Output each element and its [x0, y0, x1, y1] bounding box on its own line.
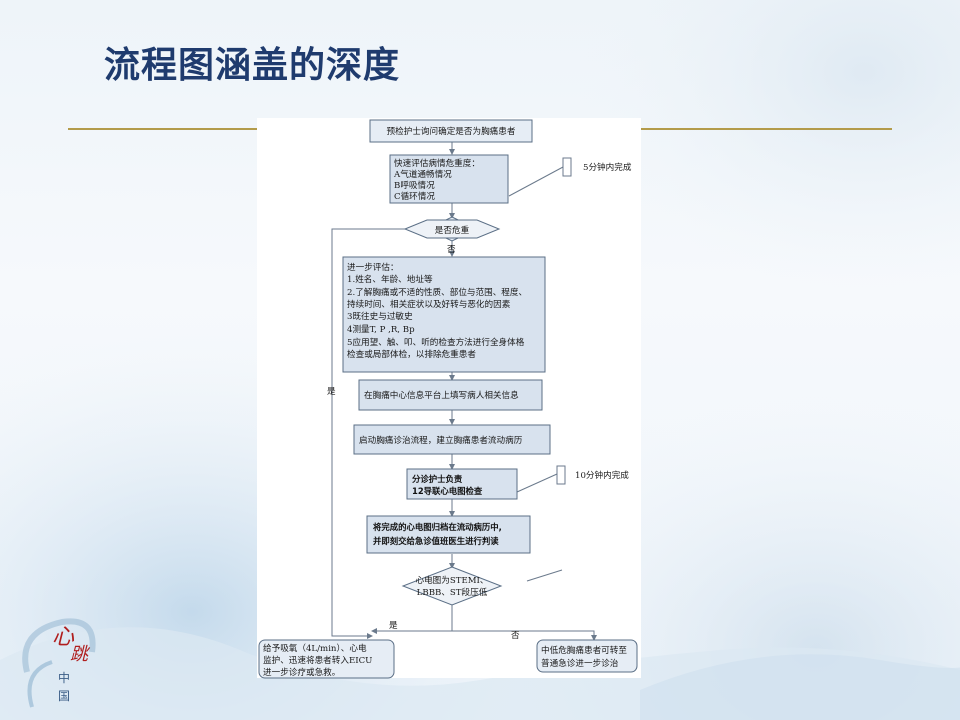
- label-no-bottom: 否: [511, 630, 520, 641]
- note-5min: 5分钟内完成: [583, 161, 632, 173]
- start-process-text: 启动胸痛诊治流程，建立胸痛患者流动病历: [359, 434, 523, 446]
- quick-assess-line-0: 快速评估病情危重度：: [394, 157, 480, 169]
- treat-line-2: 进一步诊疗或急救。: [263, 666, 340, 678]
- slide-title: 流程图涵盖的深度: [104, 45, 401, 86]
- treat-line-0: 给予吸氧（4L/min）、心电: [263, 642, 367, 654]
- decision-ecg: [401, 566, 503, 606]
- treat-line-1: 监护、迅速将患者转入EICU: [263, 654, 372, 666]
- svg-text:国: 国: [58, 689, 70, 703]
- further-assess-line-2: 2.了解胸痛或不适的性质、部位与范围、程度、: [347, 286, 527, 298]
- svg-text:心: 心: [52, 625, 75, 650]
- title-rule-left: [68, 128, 258, 130]
- note-10min: 10分钟内完成: [575, 469, 629, 481]
- label-yes-left: 是: [327, 386, 336, 397]
- note-bracket-5min: [562, 157, 572, 177]
- start-box: [369, 119, 533, 143]
- triage-line-0: 分诊护士负责: [412, 474, 463, 484]
- quick-assess-line-2: B呼吸情况: [394, 179, 435, 191]
- further-assess-line-1: 1.姓名、年龄、地址等: [347, 273, 433, 285]
- note-bracket-10min: [556, 465, 566, 485]
- decision-ecg-line-0: 心电图为STEMI、: [415, 574, 488, 586]
- triage-line-1: 12导联心电图检查: [412, 486, 483, 496]
- further-assess-line-6: 5应用望、触、叩、听的检查方法进行全身体格: [347, 336, 525, 348]
- flow-connectors: [331, 142, 597, 641]
- fill-info-box: [358, 379, 543, 411]
- decision-ecg-line-1: LBBB、ST段压低: [417, 586, 488, 598]
- quick-assess-line-3: C循环情况: [394, 190, 435, 202]
- label-no-1: 否: [447, 244, 456, 255]
- archive-ecg-line-0: 将完成的心电图归档在流动病历中,: [373, 522, 502, 532]
- decision-critical-text: 是否危重: [435, 224, 470, 236]
- further-assess-line-0: 进一步评估：: [347, 261, 399, 273]
- quick-assess-line-1: A气道通畅情况: [393, 168, 452, 180]
- low-risk-line-1: 普通急诊进一步诊治: [541, 657, 619, 669]
- further-assess-line-5: 4测量T, P ,R, Bp: [347, 324, 415, 335]
- flowchart: 预检护士询问确定是否为胸痛患者 快速评估病情危重度： A气道通畅情况 B呼吸情况…: [258, 119, 638, 679]
- further-assess-box: [342, 256, 546, 373]
- archive-ecg-box: [366, 515, 531, 554]
- heartbeat-china-logo: 心 跳 中 国: [22, 618, 96, 708]
- label-yes-bottom: 是: [389, 620, 398, 631]
- title-rule-right: [640, 128, 892, 130]
- quick-assess-box: [389, 154, 509, 204]
- archive-ecg-line-1: 并即刻交给急诊值班医生进行判读: [373, 536, 499, 546]
- treat-box: [258, 639, 395, 679]
- further-assess-line-7: 检查或局部体检，以排除危重患者: [347, 348, 476, 360]
- low-risk-box: [536, 639, 638, 673]
- further-assess-line-3: 持续时间、相关症状以及好转与恶化的因素: [347, 298, 511, 310]
- low-risk-line-0: 中低危胸痛患者可转至: [541, 644, 627, 656]
- triage-box: [406, 468, 518, 500]
- start-text: 预检护士询问确定是否为胸痛患者: [387, 125, 516, 137]
- start-process-box: [353, 424, 551, 455]
- fill-info-text: 在胸痛中心信息平台上填写病人相关信息: [364, 389, 519, 401]
- svg-text:跳: 跳: [70, 644, 91, 665]
- further-assess-line-4: 3既往史与过敏史: [347, 310, 413, 322]
- svg-text:中: 中: [58, 670, 70, 685]
